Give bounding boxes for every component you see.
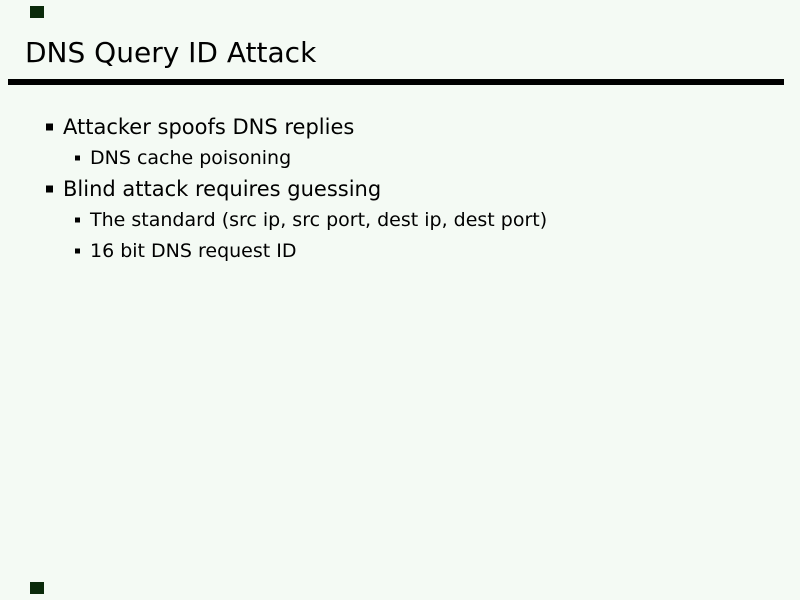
bullet-item: DNS cache poisoning [0,142,800,173]
bullet-item: The standard (src ip, src port, dest ip,… [0,204,800,235]
bullet-item: Blind attack requires guessing [0,173,800,204]
corner-marker-top [30,6,44,18]
page-title: DNS Query ID Attack [25,36,317,69]
bullet-square-icon [46,185,53,192]
bullet-square-icon [75,155,80,160]
bullet-text: Blind attack requires guessing [63,176,382,201]
bullet-item: Attacker spoofs DNS replies [0,111,800,142]
bullet-item: 16 bit DNS request ID [0,235,800,266]
title-underline [8,79,784,85]
bullet-list: Attacker spoofs DNS replies DNS cache po… [0,111,800,266]
bullet-text: 16 bit DNS request ID [90,239,297,262]
bullet-square-icon [75,217,80,222]
bullet-text: The standard (src ip, src port, dest ip,… [90,208,548,231]
bullet-square-icon [75,248,80,253]
corner-marker-bottom [30,582,44,594]
bullet-text: Attacker spoofs DNS replies [63,114,355,139]
bullet-text: DNS cache poisoning [90,146,292,169]
bullet-square-icon [46,123,53,130]
